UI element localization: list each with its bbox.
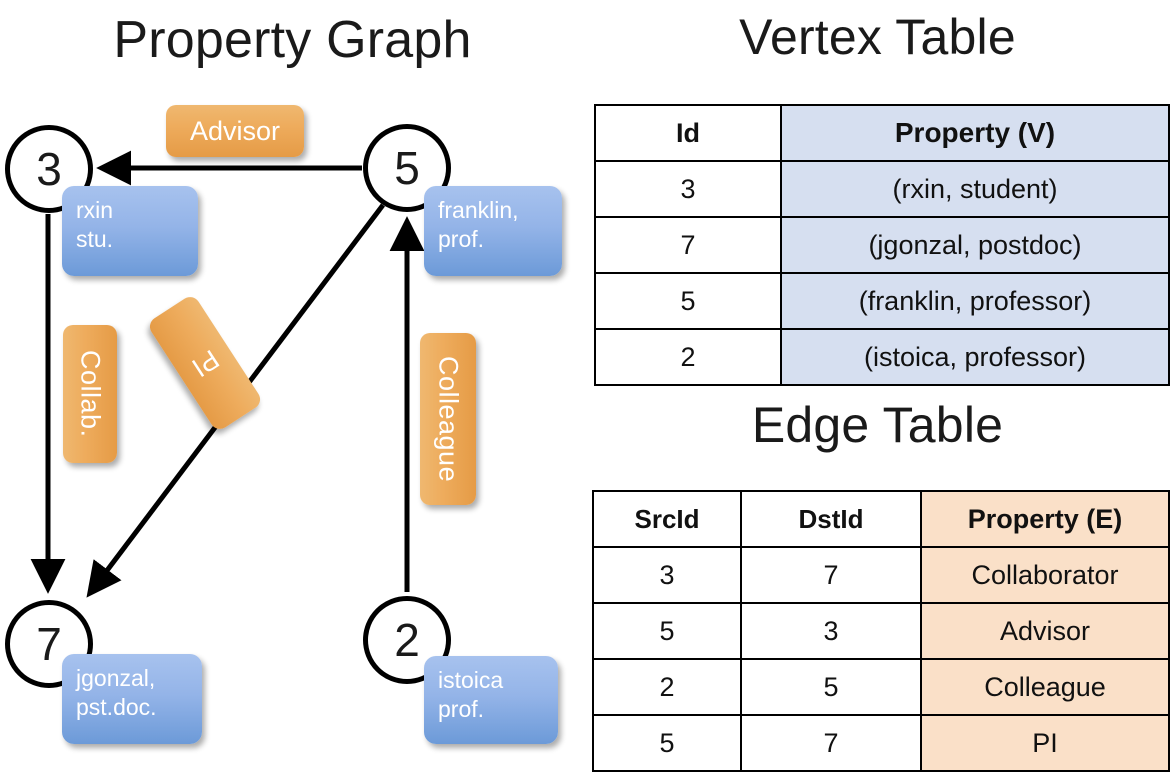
node-property-box-franklin: franklin, prof. [424, 186, 562, 276]
node-property-line: stu. [76, 226, 114, 253]
cell-vertex-property: (istoica, professor) [780, 328, 1170, 386]
property-graph-diagram: 3 5 7 2 rxin stu. franklin, prof. jgonza… [0, 0, 585, 760]
table-row: 3 7 Collaborator [592, 546, 1170, 604]
cell-vertex-property: (franklin, professor) [780, 272, 1170, 330]
cell-edge-src: 5 [592, 602, 742, 660]
cell-edge-property: PI [920, 714, 1170, 772]
cell-edge-property: Colleague [920, 658, 1170, 716]
cell-edge-dst: 7 [740, 714, 922, 772]
graph-node-5[interactable]: 5 [363, 124, 451, 212]
graph-node-2[interactable]: 2 [363, 596, 451, 684]
cell-edge-dst: 7 [740, 546, 922, 604]
node-property-line: prof. [438, 696, 485, 723]
node-property-line: franklin, [438, 197, 519, 223]
column-header-srcid: SrcId [592, 490, 742, 548]
cell-edge-dst: 5 [740, 658, 922, 716]
edge-label-collab: Collab. [63, 325, 117, 463]
edge-label-collab-text: Collab. [75, 350, 106, 438]
edge-label-colleague-text: Colleague [433, 355, 464, 483]
node-property-box-istoica: istoica prof. [424, 656, 558, 744]
column-header-property-e: Property (E) [920, 490, 1170, 548]
table-row: 2 5 Colleague [592, 658, 1170, 716]
edge-label-colleague: Colleague [420, 333, 476, 505]
cell-vertex-id: 5 [594, 272, 782, 330]
node-property-box-jgonzal: jgonzal, pst.doc. [62, 654, 202, 744]
table-row: 2 (istoica, professor) [594, 328, 1170, 386]
node-property-line: jgonzal, [76, 665, 156, 691]
cell-vertex-id: 3 [594, 160, 782, 218]
edge-label-advisor: Advisor [166, 105, 304, 157]
cell-vertex-id: 2 [594, 328, 782, 386]
cell-edge-property: Advisor [920, 602, 1170, 660]
column-header-id: Id [594, 104, 782, 162]
cell-edge-dst: 3 [740, 602, 922, 660]
node-property-line: istoica [438, 667, 504, 693]
table-row: 5 3 Advisor [592, 602, 1170, 660]
node-property-line: prof. [438, 226, 485, 253]
vertex-table: Id Property (V) 3 (rxin, student) 7 (jgo… [594, 104, 1170, 386]
node-property-box-rxin: rxin stu. [62, 186, 198, 276]
page-title-property-graph: Property Graph [113, 11, 472, 69]
table-row: 7 (jgonzal, postdoc) [594, 216, 1170, 274]
column-header-dstid: DstId [740, 490, 922, 548]
node-property-line: pst.doc. [76, 694, 157, 721]
table-header-row: Id Property (V) [594, 104, 1170, 162]
cell-vertex-property: (rxin, student) [780, 160, 1170, 218]
cell-vertex-id: 7 [594, 216, 782, 274]
page-title-edge-table: Edge Table [751, 397, 1004, 453]
edge-table: SrcId DstId Property (E) 3 7 Collaborato… [592, 490, 1170, 772]
node-property-line: rxin [76, 197, 114, 223]
edge-label-pi-text: PI [186, 343, 225, 383]
table-row: 5 (franklin, professor) [594, 272, 1170, 330]
cell-edge-src: 3 [592, 546, 742, 604]
page-title-vertex-table: Vertex Table [739, 9, 1016, 65]
column-header-property-v: Property (V) [780, 104, 1170, 162]
table-row: 3 (rxin, student) [594, 160, 1170, 218]
cell-edge-property: Collaborator [920, 546, 1170, 604]
cell-vertex-property: (jgonzal, postdoc) [780, 216, 1170, 274]
cell-edge-src: 2 [592, 658, 742, 716]
table-row: 5 7 PI [592, 714, 1170, 772]
cell-edge-src: 5 [592, 714, 742, 772]
table-header-row: SrcId DstId Property (E) [592, 490, 1170, 548]
